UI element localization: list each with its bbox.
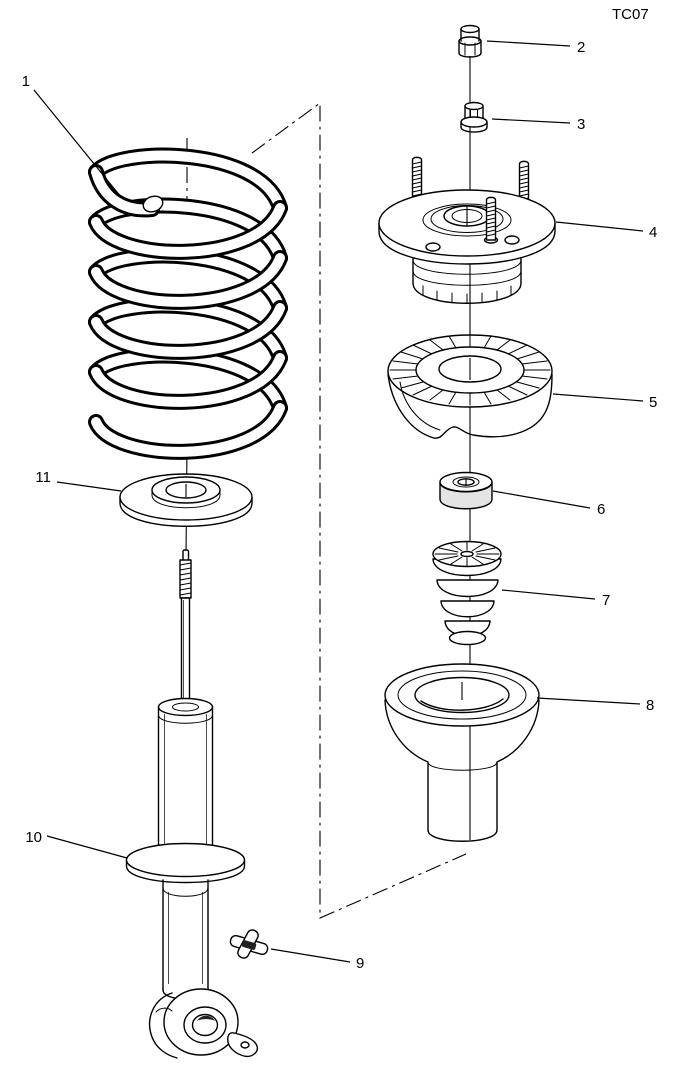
strut-shock-absorber — [125, 549, 259, 1059]
strut-mount — [378, 156, 556, 304]
coil-spring — [88, 147, 288, 460]
dust-shield — [384, 663, 540, 842]
callout-leader-2 — [486, 40, 571, 47]
callout-leader-8 — [536, 697, 641, 705]
mount-stud-center — [485, 196, 497, 241]
mount-bolt-hole — [425, 242, 441, 252]
callout-label-1: 1 — [22, 73, 30, 90]
callout-label-5: 5 — [649, 394, 657, 411]
insulator-center-hole — [165, 481, 207, 499]
callout-leader-11 — [56, 481, 122, 492]
callout-leader-6 — [492, 490, 591, 509]
callout-label-8: 8 — [646, 697, 654, 714]
callout-label-7: 7 — [602, 592, 610, 609]
cap-nut — [458, 24, 482, 58]
bumper-top-ribs — [434, 541, 500, 567]
retainer-clip — [229, 929, 269, 959]
callout-label-4: 4 — [649, 224, 657, 241]
phantom-axis-line — [251, 101, 467, 919]
callout-label-2: 2 — [577, 39, 585, 56]
eye-tab — [227, 1032, 259, 1058]
callout-leader-4 — [555, 221, 644, 232]
flange-nut — [460, 101, 488, 133]
upper-spring-seat — [387, 334, 553, 439]
bumper-center-hole — [460, 550, 474, 558]
callout-leader-3 — [491, 118, 571, 124]
callout-leader-5 — [552, 393, 644, 402]
mount-stud-left — [411, 156, 423, 201]
piston-rod — [180, 597, 191, 707]
callout-leader-9 — [270, 948, 351, 963]
spring-wire-end — [142, 195, 164, 213]
callout-label-11: 11 — [35, 469, 51, 486]
callout-leader-10 — [46, 835, 128, 859]
lower-spring-insulator — [119, 473, 253, 527]
callout-leader-7 — [501, 589, 596, 600]
callout-leader-1 — [33, 89, 122, 198]
jounce-bumper — [432, 540, 502, 646]
callout-label-3: 3 — [577, 116, 585, 133]
callouts: 1 2 3 4 5 6 7 8 9 10 11 — [22, 39, 658, 972]
callout-label-9: 9 — [356, 955, 364, 972]
mount-bolt-hole — [504, 235, 520, 245]
seat-serrations — [389, 334, 551, 406]
figure-code: TC07 — [612, 6, 649, 23]
boot-opening — [414, 676, 510, 714]
spacer-washer — [439, 471, 493, 510]
callout-label-6: 6 — [597, 501, 605, 518]
callout-label-10: 10 — [25, 829, 42, 846]
